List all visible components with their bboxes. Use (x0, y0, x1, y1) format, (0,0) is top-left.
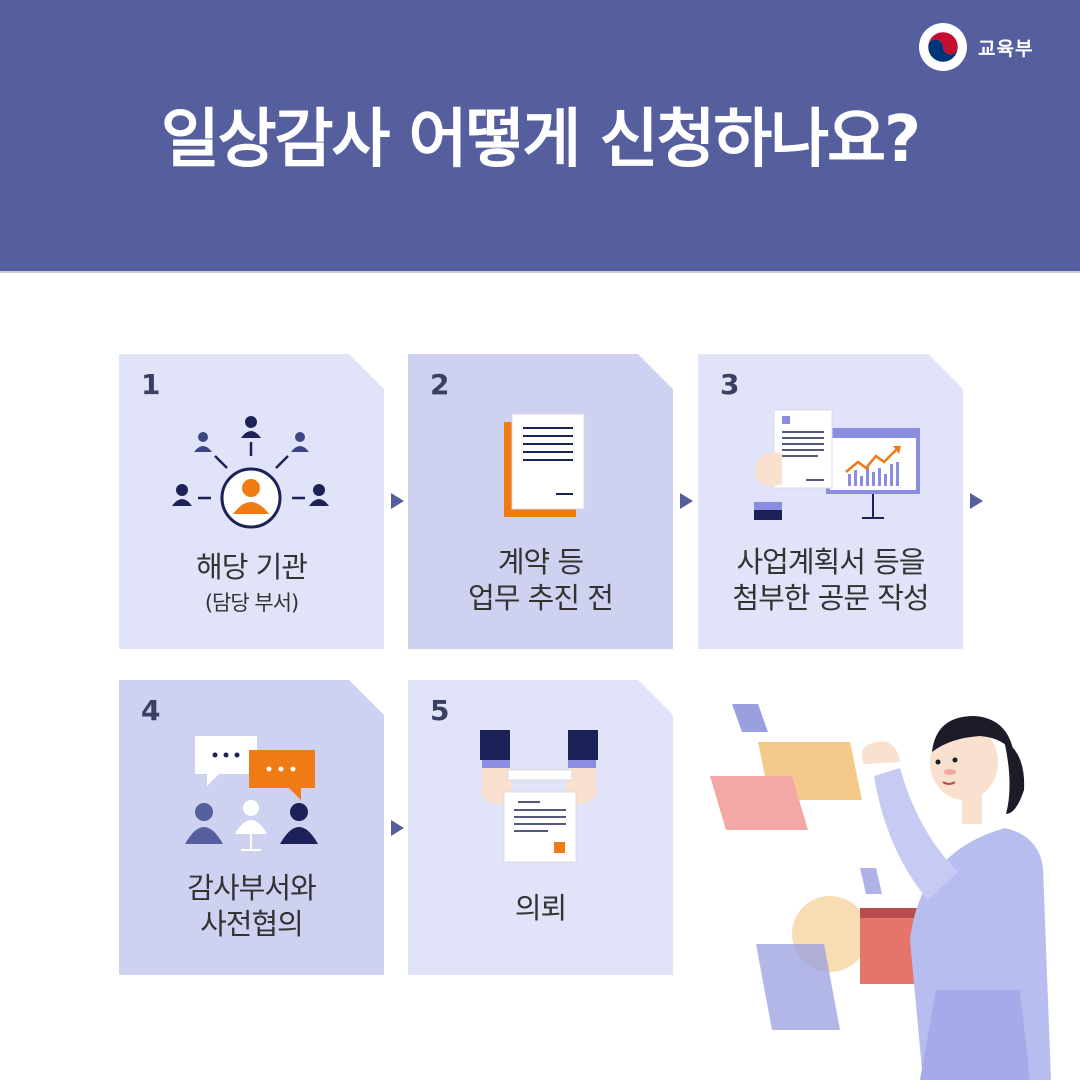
flow-arrow-icon (970, 493, 983, 509)
step-label-main: 해당 기관 (196, 550, 308, 584)
woman-sticky-notes-illustration (710, 704, 1051, 1080)
ministry-logo: 교육부 (918, 22, 1033, 72)
step-label-line1: 의뢰 (514, 891, 567, 925)
step-label-line1: 감사부서와 (187, 871, 316, 905)
step-label: 감사부서와 사전협의 (119, 870, 384, 942)
flow-arrow-icon (680, 493, 693, 509)
step-card-2: 2 계약 등 업무 추진 전 (408, 354, 673, 649)
step-card-4: 4 감사부서와 사전협의 (119, 680, 384, 975)
step-label-line2: 첨부한 공문 작성 (732, 581, 929, 615)
step-number: 1 (141, 368, 161, 401)
step-label: 해당 기관 (담당 부서) (119, 549, 384, 621)
step-label: 사업계획서 등을 첨부한 공문 작성 (698, 544, 963, 616)
page-title: 일상감사 어떻게 신청하나요? (160, 103, 921, 177)
ministry-name: 교육부 (978, 37, 1034, 60)
step-number: 5 (430, 694, 450, 727)
header-divider (0, 271, 1080, 273)
flow-arrow-icon (391, 493, 404, 509)
people-network-icon (172, 416, 329, 529)
documents-icon (504, 413, 585, 517)
discussion-icon (185, 736, 318, 851)
step-label-line1: 계약 등 (497, 545, 584, 579)
step-label: 의뢰 (408, 890, 673, 926)
flow-arrow-icon (391, 820, 404, 836)
step-number: 3 (720, 368, 740, 401)
step-card-3: 3 사업계획서 등을 첨부한 공문 작성 (698, 354, 963, 649)
handover-document-icon (480, 730, 598, 863)
step-label-line2: 업무 추진 전 (468, 581, 614, 615)
plan-chart-icon (754, 409, 920, 520)
step-number: 2 (430, 368, 450, 401)
step-card-5: 5 의뢰 (408, 680, 673, 975)
step-number: 4 (141, 694, 161, 727)
step-label: 계약 등 업무 추진 전 (408, 544, 673, 616)
step-card-1: 1 해당 기관 (담당 부서) (119, 354, 384, 649)
step-label-line1: 사업계획서 등을 (736, 545, 926, 579)
taegeuk-emblem-icon (919, 23, 967, 71)
step-label-line2: 사전협의 (200, 907, 304, 941)
header-banner: 교육부 일상감사 어떻게 신청하나요? (0, 0, 1080, 271)
step-label-sub: (담당 부서) (204, 591, 299, 615)
